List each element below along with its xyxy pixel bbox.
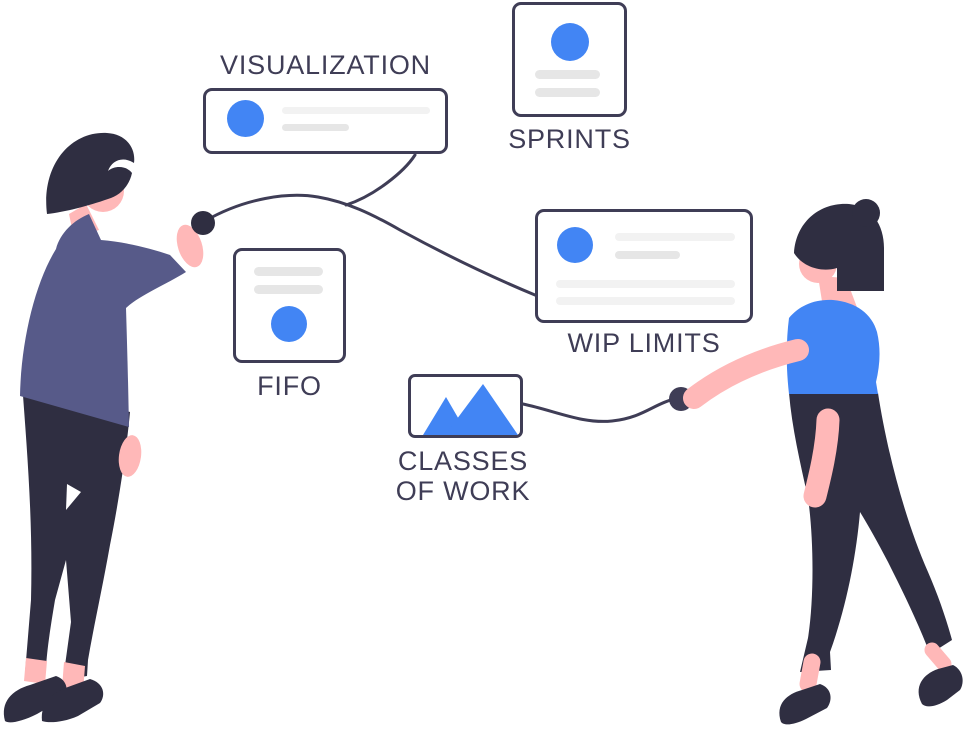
mountains-image-icon <box>423 384 518 435</box>
fifo-card <box>233 248 346 363</box>
classes-of-work-card <box>408 374 523 438</box>
right-person-shoe-front <box>779 684 831 725</box>
avatar-dot-icon <box>271 306 307 342</box>
right-person-shirt <box>786 299 880 394</box>
text-placeholder-bar <box>535 88 600 97</box>
left-person-shoe-back <box>41 679 104 723</box>
sprints-card <box>512 2 627 117</box>
visualization-label: VISUALIZATION <box>220 50 431 80</box>
text-placeholder-bar <box>254 285 323 294</box>
wip-limits-card <box>535 209 753 323</box>
connector-branch-to-visualization <box>344 153 417 207</box>
avatar-dot-icon <box>227 100 264 137</box>
right-person-hair-bun <box>852 199 880 227</box>
sprints-label: SPRINTS <box>508 124 631 154</box>
right-person-extended-arm <box>683 339 809 409</box>
right-person-hanging-arm <box>803 408 840 508</box>
fifo-label: FIFO <box>257 371 322 401</box>
right-person-pants <box>789 393 952 672</box>
text-placeholder-bar <box>615 251 680 259</box>
connector-hand-to-wip-limits <box>203 193 537 297</box>
text-placeholder-bar <box>556 280 735 288</box>
text-placeholder-bar <box>282 107 430 114</box>
classes-of-work-label-line2: OF WORK <box>395 476 531 506</box>
left-person-handle-knob <box>191 211 215 235</box>
avatar-dot-icon <box>557 227 593 263</box>
avatar-dot-icon <box>551 23 589 61</box>
classes-of-work-label: CLASSES OF WORK <box>380 446 546 506</box>
left-person-pants <box>22 382 130 680</box>
classes-of-work-label-line1: CLASSES <box>397 446 529 476</box>
left-person-hair <box>46 132 135 214</box>
text-placeholder-bar <box>254 267 323 276</box>
left-person-sweater <box>20 214 186 427</box>
text-placeholder-bar <box>615 233 735 241</box>
right-person-ankle-front <box>799 653 821 693</box>
text-placeholder-bar <box>282 124 349 131</box>
right-person-shoe-back <box>918 665 963 707</box>
left-person-shoe-front <box>3 676 67 723</box>
text-placeholder-bar <box>556 297 735 305</box>
left-person-legs-gap <box>66 484 81 510</box>
left-person-hanging-hand <box>118 435 142 477</box>
text-placeholder-bar <box>535 70 600 79</box>
connector-classes-to-hand <box>521 397 676 423</box>
visualization-card <box>203 88 448 154</box>
right-person-ankle-back <box>924 642 952 672</box>
left-person-raised-hand <box>176 224 204 268</box>
left-person-ankle-back <box>24 658 47 684</box>
right-person <box>669 199 963 725</box>
left-person <box>3 132 215 723</box>
wip-limits-label: WIP LIMITS <box>567 328 721 358</box>
